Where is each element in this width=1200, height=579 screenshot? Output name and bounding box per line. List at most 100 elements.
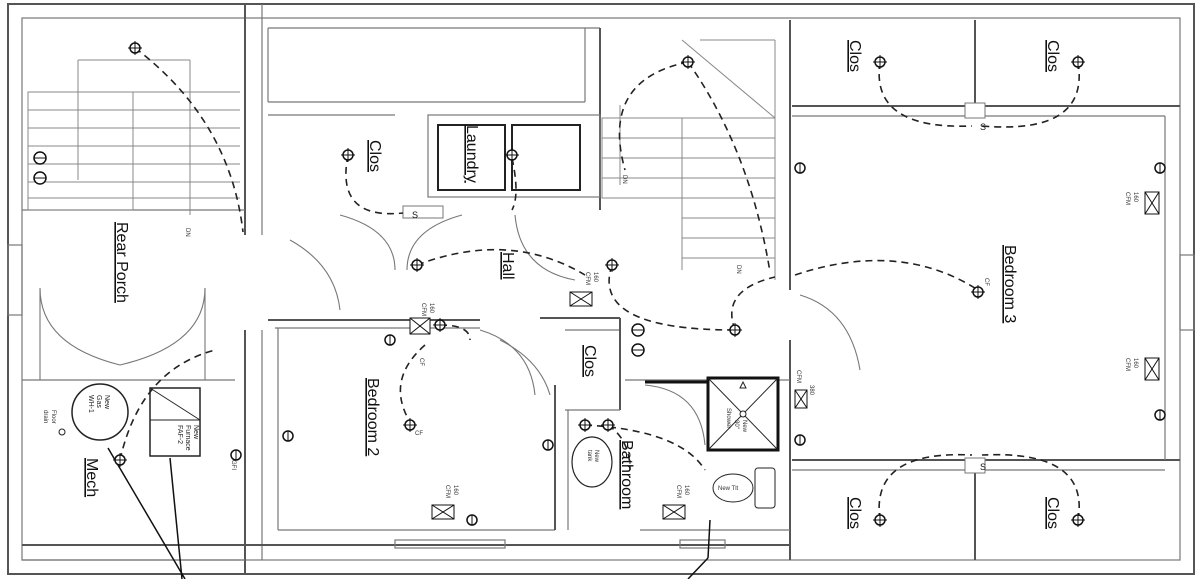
furnace-label-2: Furnace <box>184 425 191 451</box>
receptacles <box>33 151 1166 526</box>
tank-label-1: New <box>593 450 599 463</box>
room-label-hall: Hall <box>499 252 516 280</box>
cfm-label: CFM <box>795 370 801 383</box>
cfm-value: 160 <box>428 303 434 314</box>
toilet: New Tlt <box>712 467 776 509</box>
outlet-icon <box>794 162 806 174</box>
exhaust-fan-icon <box>431 504 455 520</box>
tank-label-2: tank <box>586 450 592 462</box>
room-label-bedroom-3: Bedroom 3 <box>1001 245 1018 323</box>
cfm-label: CFM <box>420 303 426 316</box>
leader-lines <box>107 447 711 579</box>
light-icon <box>410 258 424 272</box>
exhaust-fan-icon <box>569 291 593 307</box>
room-label-mech: Mech <box>83 458 100 497</box>
outlet-icon <box>33 151 47 165</box>
annotations: CF CF CF CFM 160 CFM 160 CFM 160 CFM 160… <box>415 192 1138 498</box>
light-icon <box>728 323 742 337</box>
cfm-value: 160 <box>1132 192 1138 203</box>
room-label-clos-hall: Clos <box>366 140 383 172</box>
cfm-label: CFM <box>675 485 681 498</box>
exhaust-fan-icon <box>1144 191 1160 215</box>
shower-label-3: Shower <box>725 408 731 428</box>
light-icon <box>505 148 519 162</box>
room-label-bathroom: Bathroom <box>618 440 635 509</box>
cfm-label: CFM <box>584 272 590 285</box>
room-label-clos-bottom-right: Clos <box>1044 497 1061 529</box>
room-label-clos-top-left: Clos <box>846 40 863 72</box>
furnace-label-1: New <box>192 425 199 440</box>
stairs-left: DN <box>27 59 240 237</box>
light-icon <box>113 453 127 467</box>
exhaust-fan-icon <box>1144 357 1160 381</box>
doors <box>39 214 861 446</box>
light-icon <box>873 55 887 69</box>
light-icon <box>578 418 592 432</box>
cfm-value: 160 <box>452 485 458 496</box>
shower-label-2: 30" <box>733 420 739 429</box>
stair-down-label-right-2: DN <box>735 265 741 274</box>
light-icon <box>601 418 615 432</box>
room-label-clos-top-right: Clos <box>1044 40 1061 72</box>
room-labels: Rear Porch Mech Laundry Clos Hall Bedroo… <box>83 40 1061 529</box>
switch-label: S <box>980 122 986 132</box>
light-icon <box>128 41 142 55</box>
floor-drain: Floor drain <box>42 410 66 436</box>
outlet-icon <box>1154 162 1166 174</box>
outlet-icon <box>794 434 806 446</box>
cfm-value: 160 <box>683 485 689 496</box>
exhaust-fans <box>409 191 1160 520</box>
room-label-bedroom-2: Bedroom 2 <box>364 378 381 456</box>
outlet-icon <box>384 334 396 346</box>
water-heater-label-2: Gas <box>95 395 102 408</box>
light-icon <box>341 148 355 162</box>
shower-label-1: New <box>741 420 747 433</box>
outlet-icon <box>282 430 294 442</box>
outlet-icon <box>542 439 554 451</box>
room-label-laundry: Laundry <box>463 125 480 183</box>
cf-label-1: CF <box>983 278 989 286</box>
shower: New 30" Shower <box>645 376 780 452</box>
gfi-label: GFI <box>230 460 236 470</box>
furnace-label-3: FAF-2 <box>176 425 183 444</box>
water-heater-label-3: WH-1 <box>87 395 94 413</box>
cfm-label: CFM <box>444 485 450 498</box>
outlet-icon <box>631 323 645 337</box>
cfm-value: 160 <box>1132 358 1138 369</box>
light-icon <box>1071 55 1085 69</box>
outlet-icon <box>33 171 47 185</box>
light-icon <box>433 318 447 332</box>
light-icon <box>1071 513 1085 527</box>
floor-drain-label-2: drain <box>42 410 48 423</box>
cf-label-2: CF <box>415 431 423 437</box>
switch-label: S <box>980 462 986 472</box>
stair-down-label-right-1: DN <box>621 175 627 184</box>
outlet-icon <box>230 449 242 461</box>
exhaust-fan-icon <box>794 389 808 409</box>
room-label-clos-center: Clos <box>581 345 598 377</box>
closet-doors <box>402 102 986 474</box>
ceiling-fan-icon <box>403 418 417 432</box>
switch-label: S <box>412 210 418 220</box>
light-icon <box>605 258 619 272</box>
outlet-icon <box>1154 409 1166 421</box>
light-fixtures <box>113 41 1085 527</box>
cfm-value: 380 <box>808 385 814 396</box>
room-label-rear-porch: Rear Porch <box>113 222 130 303</box>
stair-down-label-left: DN <box>184 228 190 237</box>
outlet-icon <box>466 514 478 526</box>
room-label-clos-bottom-left: Clos <box>846 497 863 529</box>
ceiling-fan-icon <box>971 285 985 299</box>
cfm-label: CFM <box>1124 192 1130 205</box>
furnace: New Furnace FAF-2 <box>149 387 201 457</box>
water-heater-label-1: New <box>103 395 110 410</box>
outlet-icon <box>631 343 645 357</box>
floor-drain-label-1: Floor <box>50 410 56 424</box>
cfm-label: CFM <box>1124 358 1130 371</box>
stairs-right: DN DN <box>601 39 776 280</box>
toilet-label: New Tlt <box>718 486 739 492</box>
exhaust-fan-icon <box>409 317 431 335</box>
walls <box>7 3 1195 575</box>
cfm-value: 160 <box>592 272 598 283</box>
